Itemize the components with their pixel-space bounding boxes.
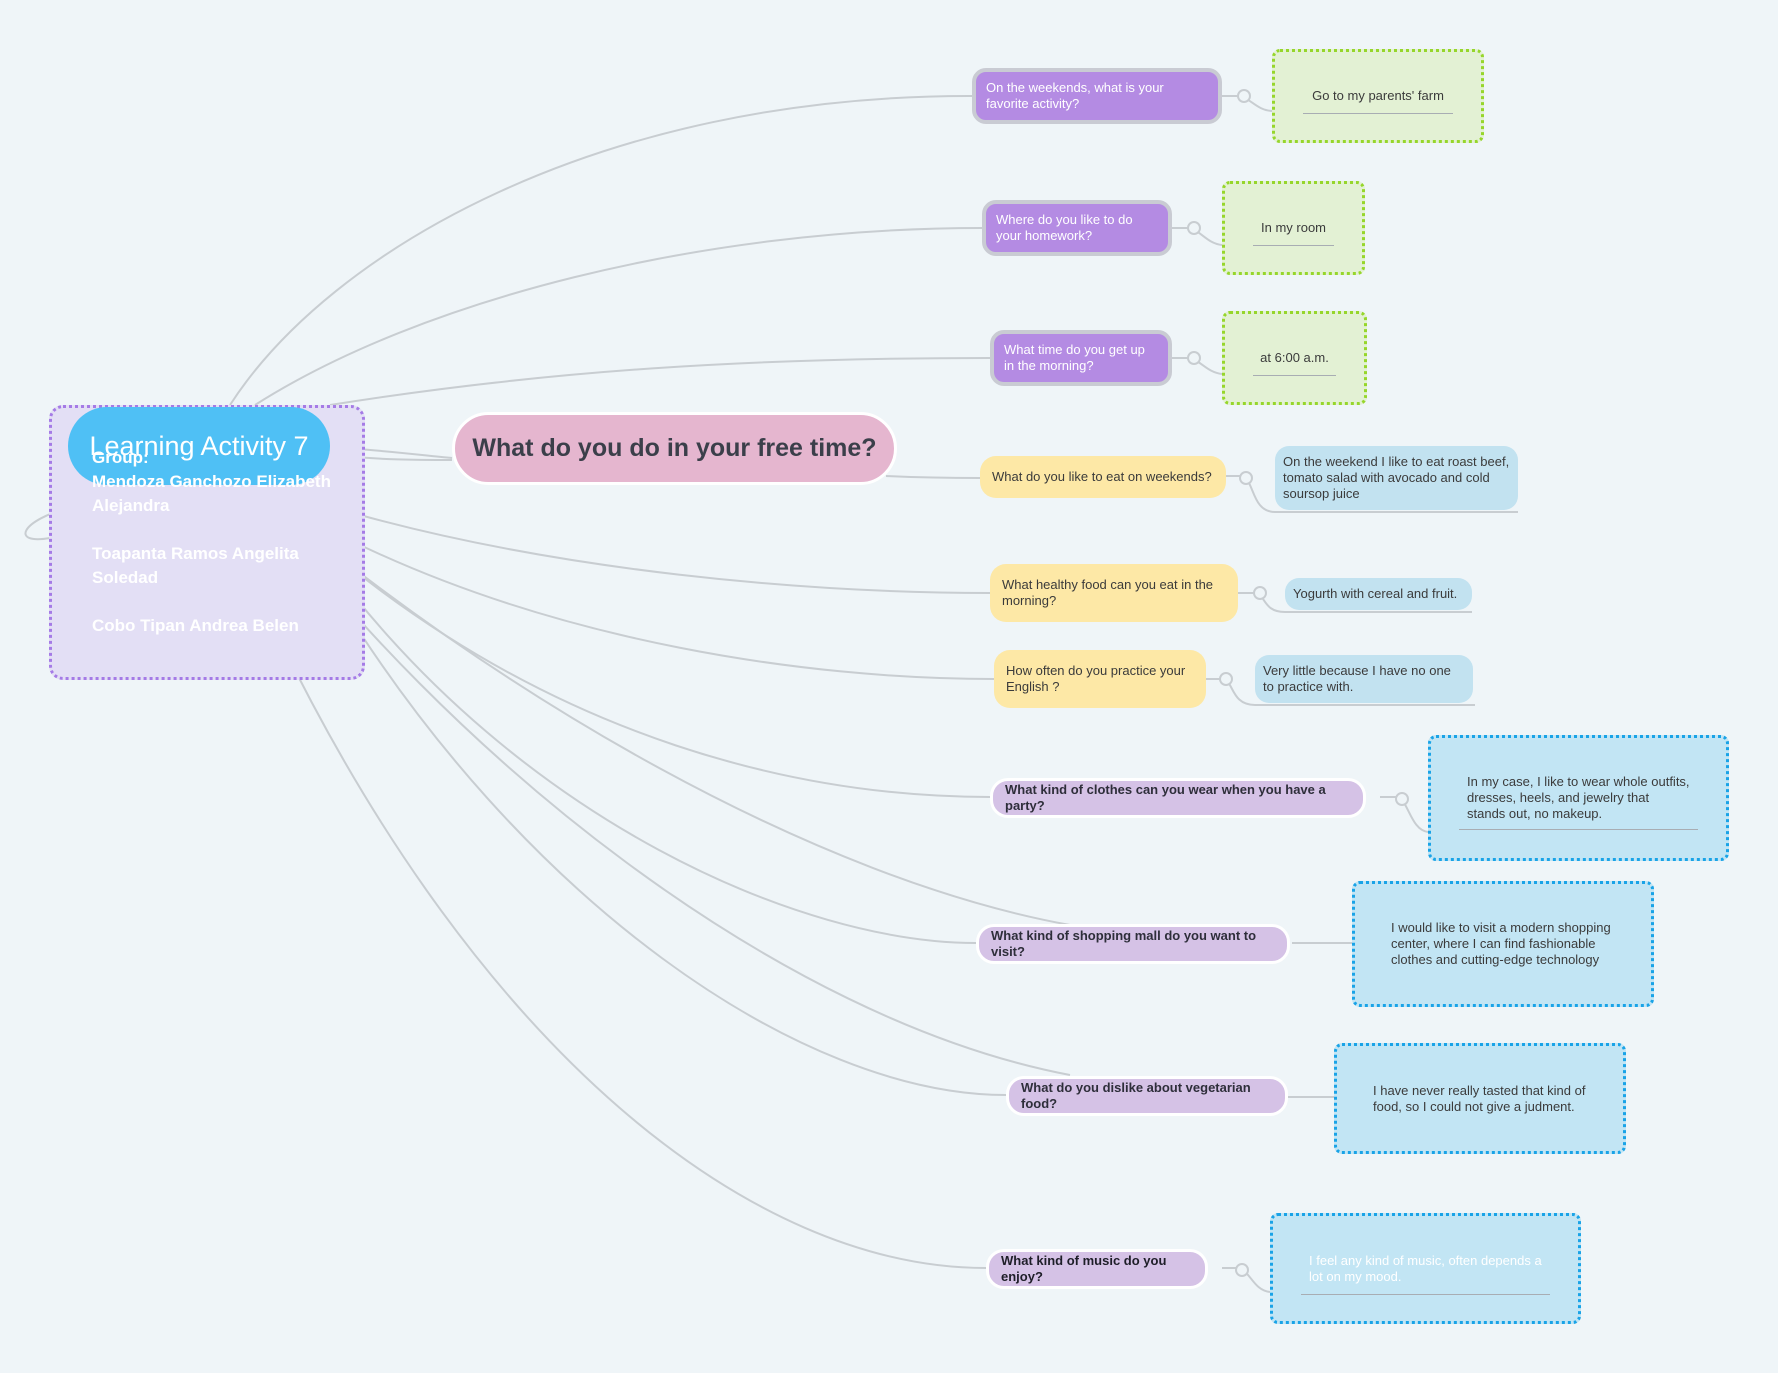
connector-q7b [244,479,1071,926]
central-topic-node[interactable]: What do you do in your free time? [452,412,897,485]
answer-text: I would like to visit a modern shopping … [1391,920,1611,967]
answer-node-5[interactable]: Yogurth with cereal and fruit. [1285,578,1472,610]
answer-underline [1459,829,1698,830]
connector-q10 [279,639,987,1269]
answer-connector-2 [1172,227,1223,246]
question-text: What healthy food can you eat in the mor… [1002,577,1214,608]
question-node-2[interactable]: Where do you like to do your homework? [982,200,1172,256]
answer-connector-1 [1222,95,1273,112]
answer-underline [1303,113,1453,114]
member-2: Toapanta Ramos Angelita Soledad [92,544,299,587]
answer-node-4[interactable]: On the weekend I like to eat roast beef,… [1275,446,1518,510]
connector-q1 [229,94,973,406]
connector-q9 [329,584,1007,1096]
connector-dot-2 [1187,221,1201,235]
connector-dot-4 [1239,471,1253,485]
question-node-3[interactable]: What time do you get up in the morning? [990,330,1172,386]
question-text: What time do you get up in the morning? [1004,342,1145,373]
connector-q5 [359,514,991,594]
connector-dot-5 [1253,586,1267,600]
connector-dot-7 [1395,792,1409,806]
answer-node-6[interactable]: Very little because I have no one to pra… [1255,655,1473,703]
answer-text: In my room [1260,220,1326,235]
answer-text: Yogurth with cereal and fruit. [1293,586,1458,601]
connector-q2 [254,227,983,406]
answer-underline [1301,1294,1550,1295]
answer-node-7[interactable]: In my case, I like to wear whole outfits… [1428,735,1729,861]
answer-text: On the weekend I like to eat roast beef,… [1283,454,1510,501]
answer-text: Very little because I have no one to pra… [1263,663,1451,694]
question-node-8[interactable]: What kind of shopping mall do you want t… [976,924,1290,964]
answer-node-10[interactable]: I feel any kind of music, often depends … [1270,1213,1581,1324]
question-node-7[interactable]: What kind of clothes can you wear when y… [990,778,1366,818]
question-text: What do you like to eat on weekends? [992,469,1212,484]
answer-text: I feel any kind of music, often depends … [1309,1252,1542,1284]
connector-q8 [329,564,977,944]
connector-q3 [329,357,991,406]
question-text: What do you dislike about vegetarian foo… [1021,1080,1251,1111]
root-title: Learning Activity 7 [89,431,309,461]
connector-dot-6 [1219,672,1233,686]
question-text: Where do you like to do your homework? [996,212,1133,243]
answer-node-2[interactable]: In my room [1222,181,1365,275]
member-1: Mendoza Ganchozo Elizabeth Alejandra [92,472,331,515]
connector-dot-3 [1187,351,1201,365]
connector-q6 [359,544,995,680]
connector-q4 [885,475,981,479]
question-text: What kind of shopping mall do you want t… [991,928,1257,959]
question-text: How often do you practice your English ? [1006,663,1186,694]
answer-node-3[interactable]: at 6:00 a.m. [1222,311,1367,405]
answer-text: In my case, I like to wear whole outfits… [1467,774,1690,821]
connector-dot-1 [1237,89,1251,103]
answer-node-8[interactable]: I would like to visit a modern shopping … [1352,881,1654,1007]
question-text: What kind of music do you enjoy? [1001,1253,1167,1284]
question-text: What kind of clothes can you wear when y… [1005,782,1326,813]
answer-underline [1253,245,1334,246]
question-node-9[interactable]: What do you dislike about vegetarian foo… [1006,1076,1288,1116]
answer-node-9[interactable]: I have never really tasted that kind of … [1334,1043,1626,1154]
member-3: Cobo Tipan Andrea Belen [92,616,299,635]
answer-underline [1253,375,1336,376]
group-members-text: Group: Mendoza Ganchozo Elizabeth Alejan… [92,446,362,638]
question-node-5[interactable]: What healthy food can you eat in the mor… [990,564,1238,622]
answer-node-1[interactable]: Go to my parents' farm [1272,49,1484,143]
answer-text: I have never really tasted that kind of … [1373,1082,1586,1114]
question-node-10[interactable]: What kind of music do you enjoy? [986,1249,1208,1289]
question-node-1[interactable]: On the weekends, what is your favorite a… [972,68,1222,124]
central-topic: What do you do in your free time? [472,434,877,462]
answer-text: at 6:00 a.m. [1260,350,1329,365]
question-text: On the weekends, what is your favorite a… [986,80,1164,111]
root-title-node[interactable]: Learning Activity 7 [68,407,330,485]
connector-q9b [244,479,1071,1076]
connector-dot-10 [1235,1263,1249,1277]
question-node-4[interactable]: What do you like to eat on weekends? [980,456,1226,498]
answer-text: Go to my parents' farm [1312,88,1444,103]
group-label: Group: [92,448,149,467]
question-node-6[interactable]: How often do you practice your English ? [994,650,1206,708]
answer-connector-3 [1172,357,1223,375]
